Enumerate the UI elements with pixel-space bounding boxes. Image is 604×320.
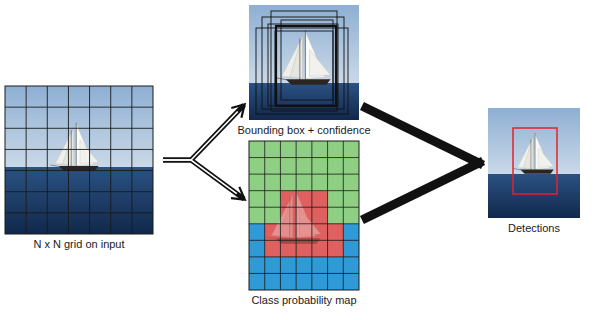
arrow-inner-line — [163, 111, 238, 160]
bounding-box — [275, 31, 333, 105]
bounding-box — [281, 20, 333, 100]
sailboat — [276, 30, 331, 85]
bounding-box — [271, 11, 337, 111]
detection-box — [513, 128, 557, 194]
image-panel: Class probability map — [249, 141, 359, 290]
sea — [5, 167, 153, 234]
image-panel: N x N grid on input — [5, 86, 153, 234]
grid-lines — [5, 86, 153, 234]
panel-caption: Detections — [508, 222, 560, 235]
bounding-box — [262, 17, 344, 109]
chevron-arm — [366, 108, 479, 163]
bounding-box — [256, 28, 348, 114]
image-panel: Bounding box + confidence — [249, 5, 359, 120]
image-frame — [249, 141, 359, 290]
sky — [488, 108, 580, 174]
chevron-arm — [366, 163, 479, 218]
image-frame — [5, 86, 153, 234]
bounding-box — [276, 26, 336, 106]
sailboat — [266, 189, 321, 244]
sailboat — [513, 133, 554, 174]
bounding-boxes — [256, 11, 348, 114]
panel-caption: N x N grid on input — [33, 238, 124, 251]
panel-caption: Bounding box + confidence — [237, 124, 370, 137]
sailboat — [50, 123, 98, 171]
split-arrow — [163, 160, 244, 199]
sea — [488, 174, 580, 218]
bounding-box — [268, 24, 338, 106]
arrow-inner-line — [163, 160, 237, 194]
split-arrow — [163, 105, 244, 160]
grid-lines — [249, 141, 359, 290]
panel-caption: Class probability map — [251, 294, 356, 307]
image-panel: Detections — [488, 108, 580, 218]
